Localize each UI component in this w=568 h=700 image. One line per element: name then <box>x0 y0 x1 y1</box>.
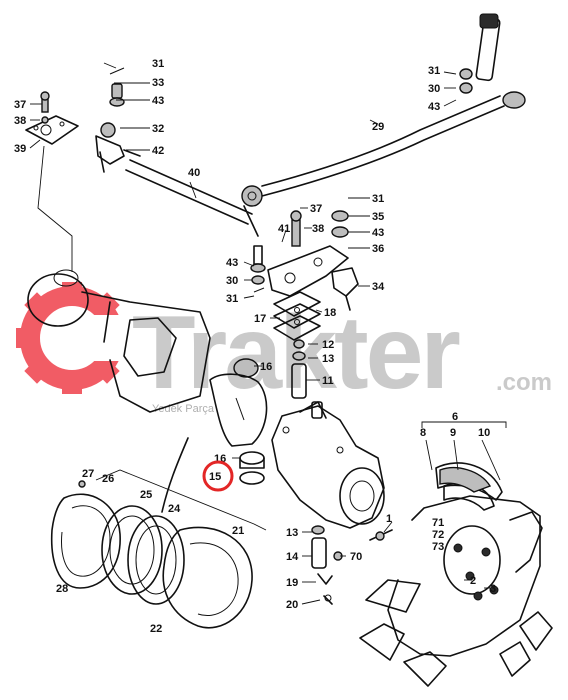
watermark-gear-icon <box>16 282 132 394</box>
callout-14: 14 <box>286 551 299 563</box>
steering-rod-29 <box>261 13 526 197</box>
callout-19: 19 <box>286 577 298 589</box>
callout-11: 11 <box>322 375 334 387</box>
tie-rod-end-34 <box>331 267 359 311</box>
final-drive-housing <box>271 401 393 541</box>
callout-29: 29 <box>372 121 384 133</box>
callout-28: 28 <box>56 583 68 595</box>
callout-33: 33 <box>152 77 164 89</box>
callout-37: 37 <box>14 99 26 111</box>
callout-31d: 31 <box>226 293 238 305</box>
callout-27: 27 <box>82 468 94 480</box>
callout-31c: 31 <box>372 193 384 205</box>
callout-30: 30 <box>428 83 440 95</box>
callout-40: 40 <box>188 167 200 179</box>
callout-70: 70 <box>350 551 362 563</box>
gasket-set-21-28 <box>50 480 253 629</box>
callout-6: 6 <box>452 411 458 423</box>
callout-24: 24 <box>168 503 181 515</box>
callout-26: 26 <box>102 473 114 485</box>
callout-1: 1 <box>386 513 392 525</box>
drag-link-40 <box>125 159 263 237</box>
callout-31: 31 <box>152 58 164 70</box>
callout-36: 36 <box>372 243 384 255</box>
tie-rod-end-32 <box>95 67 141 173</box>
callout-18: 18 <box>324 307 336 319</box>
callout-72: 72 <box>432 529 444 541</box>
callout-16: 16 <box>260 361 272 373</box>
callout-43b: 43 <box>428 101 440 113</box>
callout-20: 20 <box>286 599 298 611</box>
callout-41: 41 <box>278 223 290 235</box>
callout-17: 17 <box>254 313 266 325</box>
callout-21: 21 <box>232 525 244 537</box>
steering-arm-36 <box>250 210 349 297</box>
callout-13: 13 <box>322 353 334 365</box>
callout-8: 8 <box>420 427 426 439</box>
callout-42: 42 <box>152 145 164 157</box>
callout-71: 71 <box>432 517 444 529</box>
callout-9: 9 <box>450 427 456 439</box>
callout-3: 3 <box>490 583 496 595</box>
callout-37b: 37 <box>310 203 322 215</box>
callout-13b: 13 <box>286 527 298 539</box>
callout-73: 73 <box>432 541 444 553</box>
mount-plate-39 <box>25 91 79 145</box>
callout-43c: 43 <box>372 227 384 239</box>
callout-22: 22 <box>150 623 162 635</box>
watermark: Trakter .com Yedek Parça <box>16 282 552 415</box>
axle-housing <box>27 269 268 447</box>
callout-32: 32 <box>152 123 164 135</box>
highlighted-part-marker: 15 <box>202 460 234 492</box>
breather-assembly <box>311 525 343 605</box>
wheel-hub-assembly <box>359 462 553 687</box>
callout-38: 38 <box>14 115 26 127</box>
callout-labels: 31 33 43 37 38 39 32 42 40 29 31 30 43 3… <box>14 58 496 635</box>
callout-25: 25 <box>140 489 152 501</box>
shim-plates-17-18 <box>273 291 321 341</box>
callout-35: 35 <box>372 211 384 223</box>
callout-43d: 43 <box>226 257 238 269</box>
callout-30b: 30 <box>226 275 238 287</box>
kingpin-assembly <box>239 339 307 485</box>
highlight-circle <box>202 460 234 492</box>
callout-2: 2 <box>470 575 476 587</box>
callout-39: 39 <box>14 143 26 155</box>
callout-10: 10 <box>478 427 490 439</box>
callout-34: 34 <box>372 281 385 293</box>
leader-lines <box>29 62 490 605</box>
watermark-suffix: .com <box>496 369 552 396</box>
callout-31b: 31 <box>428 65 440 77</box>
callout-38b: 38 <box>312 223 324 235</box>
callout-43: 43 <box>152 95 164 107</box>
callout-15: 15 <box>209 471 221 483</box>
callout-12: 12 <box>322 339 334 351</box>
